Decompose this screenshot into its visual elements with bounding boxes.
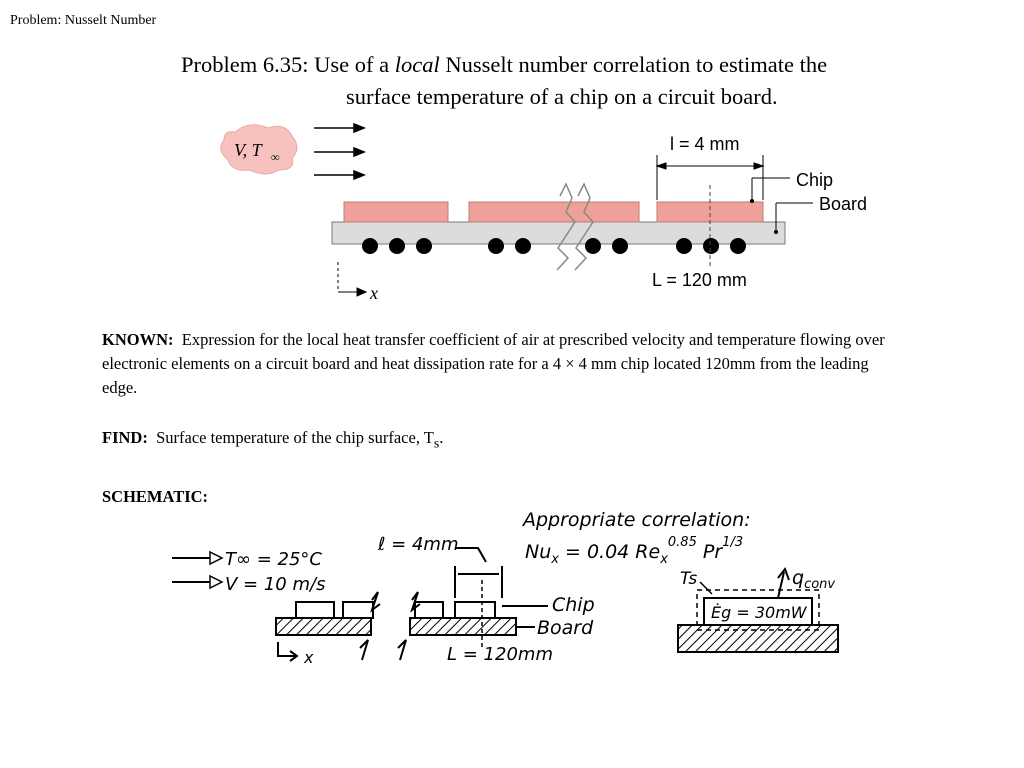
schematic-label: SCHEMATIC: bbox=[102, 487, 209, 506]
flow-label-inf: ∞ bbox=[271, 150, 280, 164]
hand-board-right bbox=[409, 617, 517, 636]
hand-distance-label: L = 120mm bbox=[447, 644, 553, 665]
find-label: FIND: bbox=[102, 428, 148, 447]
cv-chip bbox=[703, 597, 813, 626]
hand-board-label: Board bbox=[537, 617, 594, 639]
problem-title-line-2: surface temperature of a chip on a circu… bbox=[346, 84, 778, 109]
chip-length-label: l = 4 mm bbox=[670, 134, 740, 154]
hand-x-axis bbox=[277, 642, 299, 662]
hand-break-marks bbox=[359, 591, 421, 661]
find-text: Surface temperature of the chip surface,… bbox=[156, 428, 434, 447]
schematic-section: SCHEMATIC: bbox=[102, 485, 902, 509]
cv-surface-temp-label: Ts bbox=[680, 569, 697, 589]
board-label: Board bbox=[819, 194, 867, 214]
break-marks bbox=[556, 182, 594, 271]
known-section: KNOWN: Expression for the local heat tra… bbox=[102, 328, 902, 400]
cv-q-conv: qconv bbox=[792, 567, 835, 592]
find-section: FIND: Surface temperature of the chip su… bbox=[102, 428, 444, 451]
known-label: KNOWN: bbox=[102, 330, 174, 349]
board-leader-dot bbox=[774, 230, 778, 234]
flow-arrows bbox=[314, 122, 367, 181]
hand-length-leader bbox=[455, 547, 487, 563]
hand-chip-label: Chip bbox=[552, 594, 595, 616]
correlation-equation: Nux = 0.04 Rex0.85 Pr1/3 bbox=[525, 535, 743, 567]
freestream-temperature: T∞ = 25°C bbox=[225, 549, 322, 570]
correlation-heading: Appropriate correlation: bbox=[521, 509, 751, 531]
hand-chips bbox=[295, 601, 496, 619]
freestream-velocity: V = 10 m/s bbox=[225, 574, 325, 595]
hand-chip-length-label: ℓ = 4mm bbox=[377, 534, 458, 555]
known-text: Expression for the local heat transfer c… bbox=[102, 330, 885, 397]
cv-board bbox=[677, 624, 839, 653]
cv-q-arrow bbox=[777, 566, 790, 599]
x-axis bbox=[337, 262, 368, 297]
problem-title-line-1: Problem 6.35: Use of a local Nusselt num… bbox=[181, 52, 828, 77]
cv-ts-leader bbox=[699, 581, 713, 595]
hand-x-label: x bbox=[303, 648, 314, 667]
flow-cloud bbox=[220, 124, 298, 175]
hand-flow-arrows bbox=[172, 550, 224, 590]
cv-energy-generation: Ėg = 30mW bbox=[711, 603, 808, 622]
hand-board-left bbox=[275, 617, 372, 636]
distance-label: L = 120 mm bbox=[652, 270, 747, 290]
solder-balls bbox=[362, 238, 746, 254]
chip-label: Chip bbox=[796, 170, 833, 190]
x-axis-label: x bbox=[369, 283, 378, 303]
hand-length-dimension bbox=[454, 566, 503, 598]
header-label: Problem: Nusselt Number bbox=[10, 13, 157, 28]
flow-label-v-t: V, T bbox=[234, 140, 264, 160]
chip-leader-dot bbox=[750, 199, 754, 203]
